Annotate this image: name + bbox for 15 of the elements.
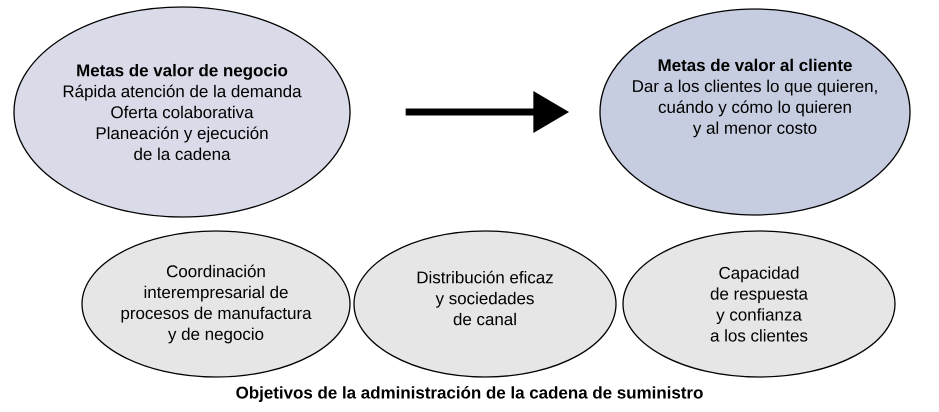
node-text: Coordinación interempresarial de procesos de manufactura y de negocio — [122, 264, 312, 344]
node-text: Metas de valor de negocio Rápida atención de la demanda Oferta colaborativa Planeación y ejecución de la cadena — [64, 64, 302, 160]
node-text: Distribución eficaz y sociedades de canal — [418, 270, 553, 326]
node-text: Metas de valor al cliente Dar a los clientes lo que quieren, cuándo y cómo lo quieren y al menor costo — [633, 58, 877, 138]
ellipse-node — [353, 230, 617, 378]
node-label: Rápida atención de la demanda — [64, 84, 302, 101]
caption: Objetivos de la administración de la cadena de suministro — [236, 386, 703, 402]
node-label: Metas de valor de negocio — [77, 64, 288, 80]
node-label: Planeación y ejecución de la cadena — [96, 126, 268, 160]
ellipse-node — [622, 230, 896, 378]
ellipse-node — [81, 230, 351, 378]
node-text: Capacidad de respuesta y confianza a los clientes — [710, 266, 808, 342]
ellipse-node — [13, 6, 351, 218]
node-label: Oferta colaborativa — [111, 106, 254, 118]
ellipse-node — [599, 8, 911, 216]
